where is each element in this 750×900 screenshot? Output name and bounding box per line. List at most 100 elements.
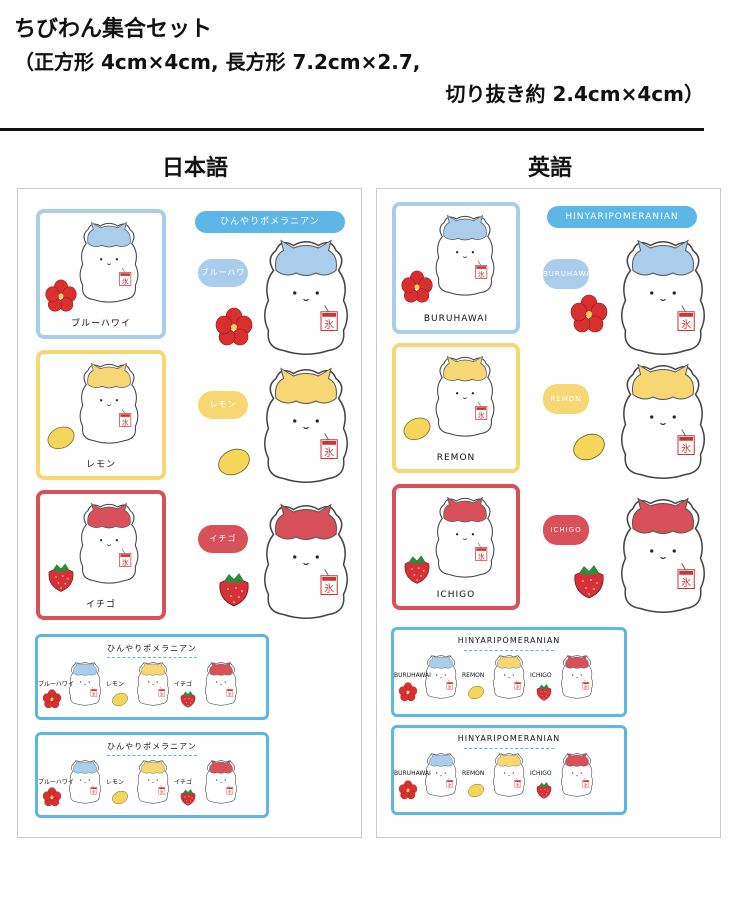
ice-tag-icon: 氷 — [90, 784, 98, 795]
square-sticker-3: 氷 ICHIGO — [392, 484, 520, 610]
svg-text:氷: 氷 — [584, 684, 588, 689]
ice-tag-icon: 氷 — [475, 401, 488, 420]
strip-flavor-label: REMON — [462, 770, 485, 777]
pomeranian-icon: 氷 — [202, 659, 240, 711]
lemon-icon — [466, 780, 486, 804]
ice-tag-icon: 氷 — [677, 429, 695, 455]
lemon-icon — [110, 787, 130, 811]
svg-text:氷: 氷 — [324, 582, 334, 595]
flavor-pill-2: REMON — [543, 384, 589, 414]
flavor-caption: レモン — [85, 460, 116, 470]
pomeranian-icon: 氷 — [66, 659, 104, 711]
column-title-japanese: 日本語 — [161, 156, 228, 181]
pomeranian-icon: 氷 — [430, 210, 500, 302]
cutout-pomeranian-icon: 氷 — [256, 233, 356, 362]
strip-flavor-label: レモン — [106, 681, 125, 688]
svg-text:氷: 氷 — [448, 684, 452, 689]
svg-text:氷: 氷 — [448, 782, 452, 787]
hibiscus-icon — [42, 689, 62, 713]
strip-title: HINYARIPOMERANIAN — [457, 734, 561, 743]
pomeranian-icon: 氷 — [134, 757, 172, 809]
cutout-lemon-icon — [214, 441, 254, 485]
svg-text:氷: 氷 — [478, 270, 485, 279]
svg-text:氷: 氷 — [478, 552, 485, 561]
svg-text:氷: 氷 — [516, 684, 520, 689]
ice-tag-icon: 氷 — [158, 686, 166, 697]
cutout-pomeranian-icon: 氷 — [613, 491, 713, 620]
strip-flavor-label: レモン — [106, 779, 125, 786]
ice-tag-icon: 氷 — [320, 305, 338, 331]
pomeranian-icon: 氷 — [430, 492, 500, 584]
hibiscus-icon — [400, 270, 434, 308]
lemon-icon — [400, 411, 434, 449]
strip-flavor-label: ブルーハワイ — [38, 681, 74, 688]
pomeranian-icon: 氷 — [422, 652, 460, 704]
svg-text:氷: 氷 — [122, 277, 129, 286]
pomeranian-icon: 氷 — [66, 757, 104, 809]
cutout-pomeranian-icon: 氷 — [256, 361, 356, 490]
ice-tag-icon: 氷 — [320, 433, 338, 459]
square-sticker-1: 氷 BURUHAWAI — [392, 202, 520, 334]
svg-text:氷: 氷 — [681, 576, 691, 589]
lemon-icon — [44, 420, 78, 458]
pomeranian-icon: 氷 — [74, 358, 144, 450]
flavor-pill-3: イチゴ — [198, 525, 248, 553]
hibiscus-icon — [398, 682, 418, 706]
pomeranian-icon: 氷 — [74, 498, 144, 590]
pomeranian-icon: 氷 — [558, 652, 596, 704]
header: ちびわん集合セット （正方形 4cm×4cm, 長方形 7.2cm×2.7, 切… — [14, 14, 734, 110]
square-sticker-2: 氷 REMON — [392, 343, 520, 473]
ice-tag-icon: 氷 — [90, 686, 98, 697]
ice-tag-icon: 氷 — [320, 569, 338, 595]
cutout-pomeranian-icon: 氷 — [256, 497, 356, 626]
ice-tag-icon: 氷 — [119, 408, 132, 427]
ice-tag-icon: 氷 — [446, 679, 454, 690]
ice-tag-icon: 氷 — [514, 679, 522, 690]
flavor-pill-2: レモン — [198, 391, 248, 419]
svg-text:氷: 氷 — [584, 782, 588, 787]
rectangle-sticker-1: ひんやりポメラニアン 氷 ブルーハワイ 氷 レモン — [35, 634, 269, 720]
pomeranian-icon: 氷 — [202, 757, 240, 809]
strawberry-icon — [44, 560, 78, 598]
flavor-pill-1: BURUHAWAI — [543, 259, 594, 289]
svg-text:氷: 氷 — [324, 318, 334, 331]
strawberry-icon — [400, 552, 434, 590]
svg-text:氷: 氷 — [160, 789, 164, 794]
flavor-caption: BURUHAWAI — [423, 314, 489, 324]
strip-dashed-line — [107, 755, 197, 756]
lemon-icon — [110, 689, 130, 713]
sticker-sheet-japanese: ひんやりポメラニアン 氷 ブルーハワイブルーハワイ — [17, 188, 362, 838]
cutout-hibiscus-icon — [214, 307, 254, 351]
svg-text:氷: 氷 — [324, 446, 334, 459]
svg-text:氷: 氷 — [478, 411, 485, 420]
strip-flavor-label: REMON — [462, 672, 485, 679]
banner-pill: HINYARIPOMERANIAN — [547, 206, 697, 228]
header-divider — [0, 128, 704, 131]
strip-dashed-line — [464, 650, 554, 651]
svg-text:氷: 氷 — [681, 442, 691, 455]
pomeranian-icon: 氷 — [134, 659, 172, 711]
strawberry-icon — [534, 780, 554, 804]
rectangle-sticker-2: HINYARIPOMERANIAN 氷 BURUHAWAI 氷 REMO — [391, 725, 627, 815]
square-sticker-1: 氷 ブルーハワイ — [36, 209, 166, 339]
cutout-strawberry-icon — [569, 561, 609, 605]
cutout-strawberry-icon — [214, 569, 254, 613]
pomeranian-icon: 氷 — [490, 652, 528, 704]
lemon-icon — [466, 682, 486, 706]
ice-tag-icon: 氷 — [677, 305, 695, 331]
pomeranian-icon: 氷 — [74, 217, 144, 309]
ice-tag-icon: 氷 — [677, 563, 695, 589]
square-sticker-2: 氷 レモン — [36, 350, 166, 480]
strip-title: ひんやりポメラニアン — [107, 644, 197, 653]
strawberry-icon — [178, 787, 198, 811]
svg-text:氷: 氷 — [122, 418, 129, 427]
pomeranian-icon: 氷 — [490, 750, 528, 802]
hibiscus-icon — [398, 780, 418, 804]
ice-tag-icon: 氷 — [226, 686, 234, 697]
strip-flavor-label: BURUHAWAI — [394, 672, 431, 679]
ice-tag-icon: 氷 — [582, 777, 590, 788]
size-line-2: 切り抜き約 2.4cm×4cm） — [445, 82, 704, 106]
square-sticker-3: 氷 イチゴ — [36, 490, 166, 620]
cutout-lemon-icon — [569, 426, 609, 470]
flavor-pill-3: ICHIGO — [543, 515, 589, 545]
